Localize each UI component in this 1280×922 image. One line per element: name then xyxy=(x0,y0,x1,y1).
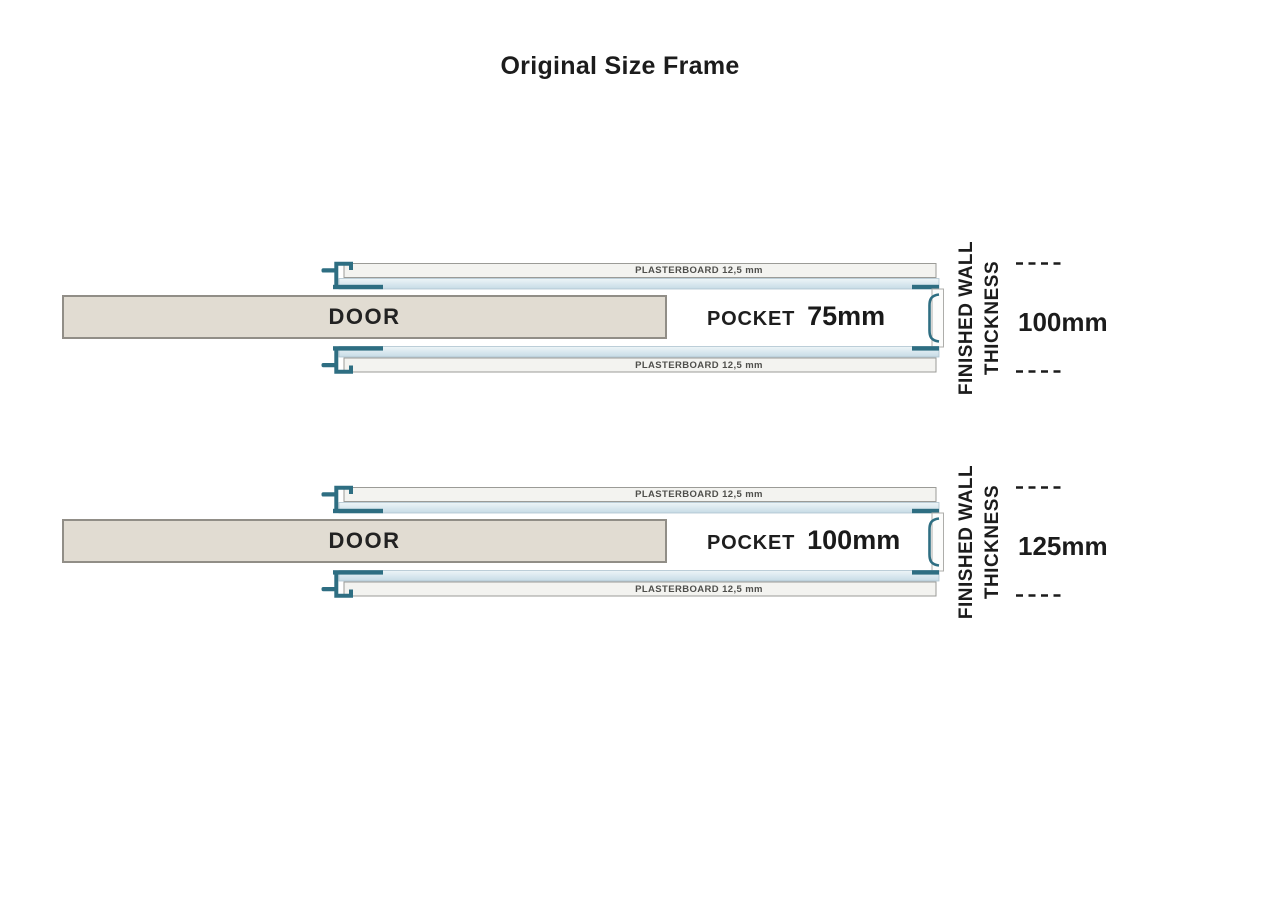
finished-wall-thickness-label: FINISHED WALL THICKNESS xyxy=(954,228,1008,408)
door-label: DOOR xyxy=(328,304,401,329)
pocket-size-value: 75mm xyxy=(807,301,886,331)
page-title: Original Size Frame xyxy=(500,52,740,80)
door-label: DOOR xyxy=(328,528,401,553)
finished-wall-line2: THICKNESS xyxy=(982,484,1003,600)
plasterboard-top-label: PLASTERBOARD 12,5 mm xyxy=(635,489,763,500)
finished-wall-line2: THICKNESS xyxy=(982,260,1003,376)
plasterboard-bottom-label: PLASTERBOARD 12,5 mm xyxy=(635,583,763,595)
pocket-label: POCKET xyxy=(707,532,796,554)
plasterboard-top-label: PLASTERBOARD 12,5 mm xyxy=(635,265,763,276)
pocket-size-value: 100mm xyxy=(807,525,901,555)
door-panel: DOOR xyxy=(62,295,667,339)
diagram-pocket-100: PLASTERBOARD 12,5 mm DOOR POCKET 100mm P… xyxy=(0,465,1280,629)
finished-wall-thickness-label: FINISHED WALL THICKNESS xyxy=(954,452,1008,632)
plasterboard-bottom-label: PLASTERBOARD 12,5 mm xyxy=(635,359,763,371)
wall-thickness-value: 100mm xyxy=(1018,307,1108,337)
diagram-pocket-75: PLASTERBOARD 12,5 mm DOOR POCKET 75mm PL… xyxy=(0,241,1280,405)
wall-thickness-value: 125mm xyxy=(1018,531,1108,561)
pocket-annotation: POCKET 75mm xyxy=(707,301,885,335)
pocket-annotation: POCKET 100mm xyxy=(707,525,900,559)
pocket-label: POCKET xyxy=(707,308,796,330)
door-panel: DOOR xyxy=(62,519,667,563)
finished-wall-line1: FINISHED WALL xyxy=(956,240,977,396)
finished-wall-line1: FINISHED WALL xyxy=(956,464,977,620)
